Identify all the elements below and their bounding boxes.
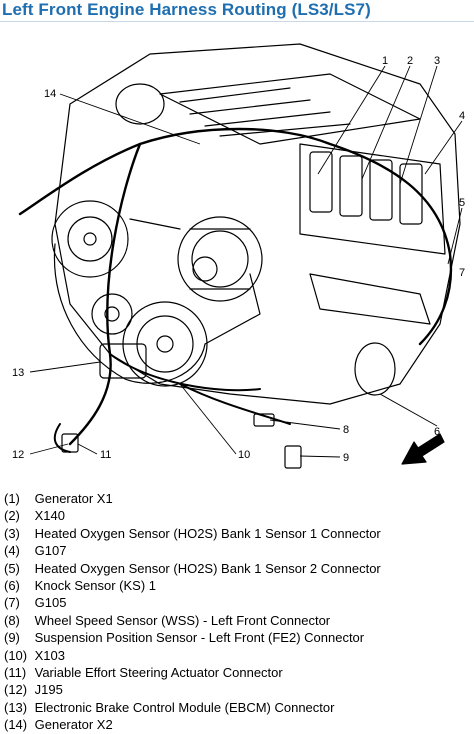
- oil-filter: [354, 342, 396, 396]
- legend-item-number: (8): [4, 612, 20, 628]
- throttle-body: [115, 83, 165, 125]
- callout-9: 9: [343, 452, 349, 464]
- wss-connector: [253, 413, 275, 427]
- legend-item-label: Suspension Position Sensor - Left Front …: [34, 630, 365, 646]
- legend-item-label: J195: [34, 682, 63, 698]
- title-divider: [0, 21, 474, 22]
- legend-item: (12) J195: [4, 681, 472, 698]
- legend-item: (6) Knock Sensor (KS) 1: [4, 577, 472, 594]
- legend-list: (1) Generator X1(2) X140(3) Heated Oxyge…: [4, 490, 472, 734]
- callout-5: 5: [459, 197, 465, 209]
- legend-item-number: (4): [4, 543, 20, 559]
- legend-item: (1) Generator X1: [4, 490, 472, 507]
- legend-item: (14) Generator X2: [4, 716, 472, 733]
- callout-10: 10: [238, 449, 250, 461]
- legend-item-label: Variable Effort Steering Actuator Connec…: [34, 665, 283, 681]
- callout-7: 7: [459, 267, 465, 279]
- exhaust-manifold: [309, 273, 431, 325]
- legend-item-number: (11): [4, 665, 27, 681]
- legend-item-label: Electronic Brake Control Module (EBCM) C…: [34, 699, 335, 715]
- engine-harness-diagram: 14 1 2 3 4 5 6 7 8 9 10 11 12 13: [12, 43, 465, 469]
- wiring-harness: [18, 127, 453, 346]
- legend-item: (9) Suspension Position Sensor - Left Fr…: [4, 629, 472, 646]
- legend-item-label: G107: [34, 543, 67, 559]
- callout-11: 11: [100, 449, 111, 461]
- legend-item-number: (2): [4, 508, 20, 524]
- fe2-connector: [284, 445, 302, 469]
- legend-item-label: Knock Sensor (KS) 1: [34, 578, 157, 594]
- callout-1: 1: [382, 55, 388, 67]
- callout-2: 2: [407, 55, 413, 67]
- legend-item: (3) Heated Oxygen Sensor (HO2S) Bank 1 S…: [4, 525, 472, 542]
- ebcm-connector: [99, 343, 147, 379]
- legend-item-number: (9): [4, 630, 20, 646]
- legend-item-label: G105: [34, 595, 67, 611]
- engine-block-outline: [54, 43, 461, 405]
- legend-item-label: Generator X2: [34, 717, 113, 733]
- legend-item: (5) Heated Oxygen Sensor (HO2S) Bank 1 S…: [4, 560, 472, 577]
- callout-14: 14: [44, 88, 56, 100]
- legend-item-number: (13): [4, 699, 28, 715]
- legend-item: (4) G107: [4, 542, 472, 559]
- legend-item-label: Wheel Speed Sensor (WSS) - Left Front Co…: [34, 612, 331, 628]
- knock-sensor-arrow: [401, 433, 445, 465]
- callout-4: 4: [459, 110, 465, 122]
- legend-item-number: (1): [4, 491, 20, 506]
- legend-item: (8) Wheel Speed Sensor (WSS) - Left Fron…: [4, 612, 472, 629]
- legend-item-number: (6): [4, 578, 20, 594]
- legend-item: (13) Electronic Brake Control Module (EB…: [4, 699, 472, 716]
- legend-item-label: X140: [34, 508, 65, 524]
- legend-item-number: (7): [4, 595, 20, 611]
- legend-item: (10) X103: [4, 647, 472, 664]
- legend-item: (11) Variable Effort Steering Actuator C…: [4, 664, 472, 681]
- water-pump-pulley: [51, 200, 129, 278]
- legend-item-number: (14): [4, 717, 28, 733]
- legend-item-number: (3): [4, 525, 20, 541]
- legend-item-number: (5): [4, 560, 20, 576]
- legend-item-label: Heated Oxygen Sensor (HO2S) Bank 1 Senso…: [34, 525, 381, 541]
- steering-actuator-connector: [61, 433, 79, 453]
- legend-item-label: Generator X1: [34, 491, 113, 506]
- legend-item-number: (10): [4, 647, 28, 663]
- idler-pulley: [91, 293, 133, 335]
- legend-item: (2) X140: [4, 507, 472, 524]
- legend-item-label: Heated Oxygen Sensor (HO2S) Bank 1 Senso…: [34, 560, 381, 576]
- callout-12: 12: [12, 449, 24, 461]
- drive-belt: [53, 218, 261, 384]
- callout-3: 3: [434, 55, 440, 67]
- legend-item-label: X103: [34, 647, 65, 663]
- callout-8: 8: [343, 424, 349, 436]
- generator: [177, 216, 263, 302]
- callout-13: 13: [12, 367, 24, 379]
- legend-item-number: (12): [4, 682, 28, 698]
- legend-item: (7) G105: [4, 594, 472, 611]
- diagram-title: Left Front Engine Harness Routing (LS3/L…: [2, 0, 371, 19]
- callout-6: 6: [434, 426, 440, 438]
- cylinder-head: [299, 143, 446, 255]
